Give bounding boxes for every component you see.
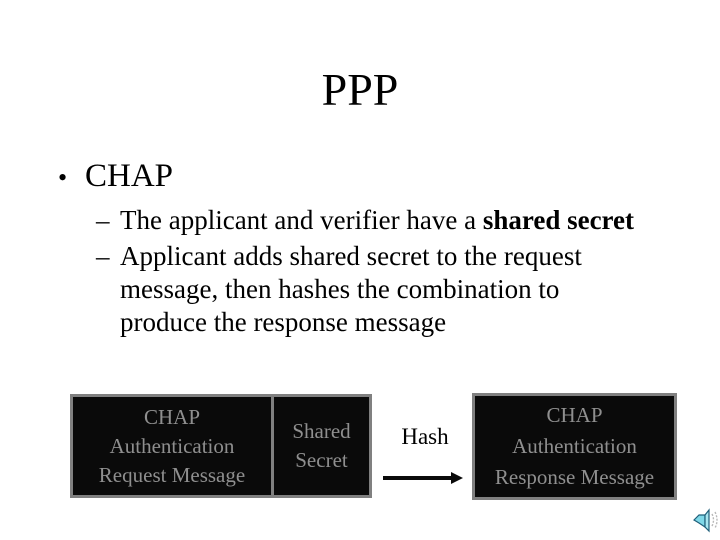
bullet-marker: • [58, 163, 68, 192]
box-text-line: Authentication [109, 433, 235, 458]
box-text-line: CHAP [143, 404, 201, 429]
dash-marker: – [96, 241, 110, 271]
shared-secret-box: Shared Secret [274, 397, 369, 495]
arrow-shaft [383, 476, 451, 480]
bullet-chap-text: CHAP [85, 158, 174, 194]
sub-bullet-hash-process: – Applicant adds shared secret to the re… [96, 240, 582, 339]
box-text-line: Shared [292, 419, 351, 443]
sub-bullet-text-bold: shared secret [482, 205, 635, 235]
box-text-line: Response Message [494, 465, 655, 489]
sub-bullet-shared-secret: – The applicant and verifier have a shar… [96, 204, 634, 237]
dash-marker: – [96, 205, 110, 235]
hash-label: Hash [401, 424, 449, 449]
text-line: Applicant adds shared secret to the requ… [120, 241, 582, 271]
text-line: produce the response message [120, 307, 447, 337]
box-text-line: Secret [295, 448, 348, 472]
box-text-line: Authentication [512, 434, 637, 458]
bullet-chap: • CHAP [58, 158, 173, 194]
sub-bullet-text-normal: The applicant and verifier have a [120, 205, 483, 235]
box-text-line: Request Message [98, 462, 246, 487]
response-message-box: CHAP Authentication Response Message [472, 393, 677, 500]
arrow-head [451, 472, 463, 484]
sub-bullet-shared-secret-text: The applicant and verifier have a shared… [120, 204, 634, 237]
request-message-box: CHAP Authentication Request Message [73, 397, 271, 495]
request-shared-box-group: CHAP Authentication Request Message Shar… [70, 394, 372, 498]
box-divider [271, 397, 274, 495]
text-line: message, then hashes the combination to [120, 274, 560, 304]
sub-bullet-hash-process-text: Applicant adds shared secret to the requ… [120, 240, 582, 339]
page-title: PPP [321, 64, 399, 115]
right-arrow-icon [383, 472, 463, 484]
speaker-icon[interactable] [693, 504, 719, 534]
box-text-line: CHAP [546, 403, 603, 427]
